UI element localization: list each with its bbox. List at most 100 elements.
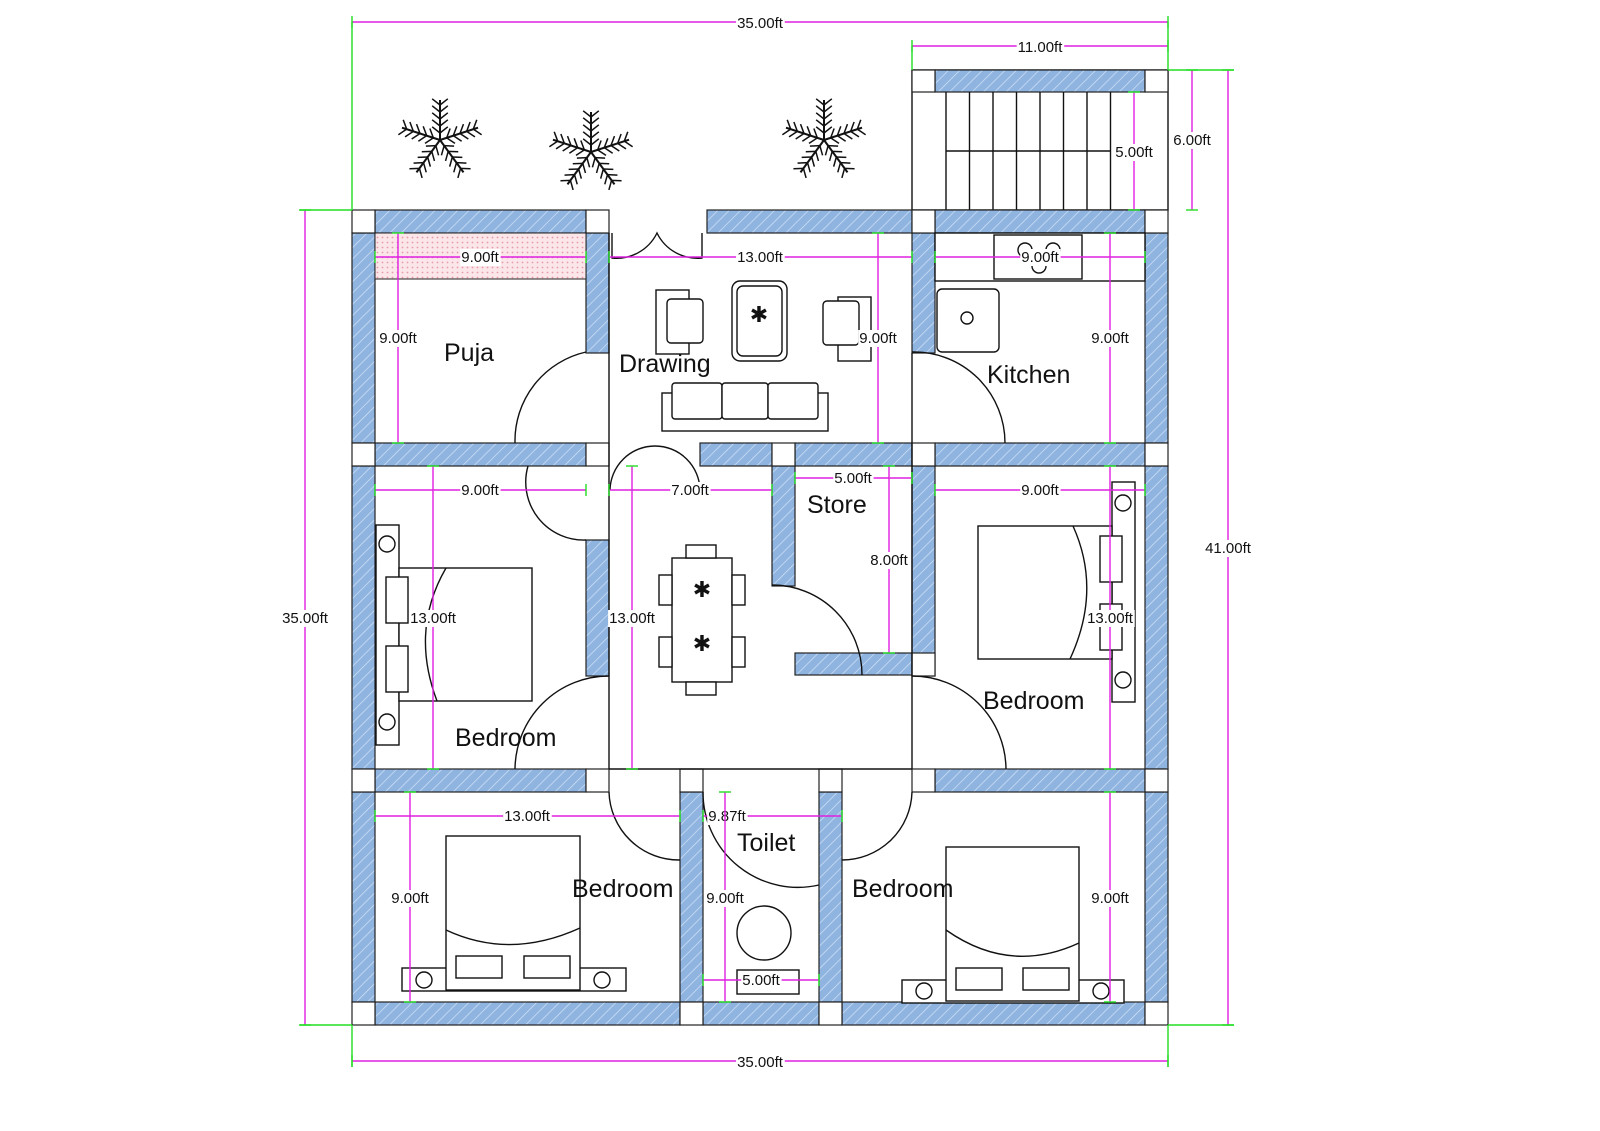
column (679, 1001, 704, 1026)
dimension-store-height: 8.00ft (869, 465, 910, 654)
label-backing (460, 482, 501, 499)
wall (771, 465, 796, 587)
label-drawing: Drawing (619, 350, 711, 378)
walls (351, 209, 1169, 1026)
dimension-label: 9.00ft (1021, 249, 1059, 266)
column (351, 442, 376, 467)
label-backing (1090, 330, 1131, 347)
label-backing (858, 330, 899, 347)
dimension-label: 41.00ft (1205, 540, 1252, 557)
bedroom-bl-door (608, 791, 681, 861)
label-bedroom-mid-left: Bedroom (455, 724, 556, 752)
puja-door (514, 351, 587, 444)
wall (699, 442, 773, 467)
dimension-label: 9.00ft (461, 482, 499, 499)
wall (794, 442, 913, 467)
dining-table: ✱ ✱ (658, 544, 746, 696)
dimension-label: 9.00ft (1021, 482, 1059, 499)
wall (841, 1001, 1146, 1026)
wall (1144, 232, 1169, 444)
dimension-stair-width: 11.00ft (911, 39, 1169, 56)
label-backing (1020, 249, 1061, 266)
column (911, 768, 936, 793)
dimension-label: 9.00ft (1091, 890, 1129, 907)
column (1144, 442, 1169, 467)
label-backing (1090, 890, 1131, 907)
label-backing (608, 610, 657, 627)
column (911, 442, 936, 467)
label-kitchen: Kitchen (987, 361, 1070, 389)
kitchen-door (911, 351, 1006, 444)
main-door (611, 231, 703, 259)
label-backing (736, 15, 785, 32)
dimension-overall-top: 35.00ft (351, 15, 1169, 32)
svg-text:✱: ✱ (693, 631, 711, 656)
store-door (771, 584, 863, 676)
column (1144, 209, 1169, 234)
wall (374, 1001, 681, 1026)
dimension-label: 13.00ft (737, 249, 784, 266)
dimension-store-width: 5.00ft (794, 470, 913, 487)
dimension-label: 35.00ft (737, 15, 784, 32)
wall (351, 465, 376, 770)
label-backing (670, 482, 711, 499)
dimension-dining-height: 13.00ft (608, 465, 657, 770)
wall (374, 768, 587, 793)
wall (351, 232, 376, 444)
wall (585, 232, 610, 354)
dimension-overall-right: 41.00ft (1204, 69, 1253, 1026)
dimension-label: 9.87ft (708, 808, 746, 825)
dimension-overall-left: 35.00ft (281, 209, 330, 1026)
dimension-toilet-top: 9.87ft (702, 808, 843, 825)
dimension-label: 7.00ft (671, 482, 709, 499)
column (1144, 768, 1169, 793)
column (585, 442, 610, 467)
svg-text:✱: ✱ (693, 577, 711, 602)
dimension-bed-bl-height: 9.00ft (390, 791, 431, 1003)
tree-icon (397, 98, 483, 179)
wall (1144, 465, 1169, 770)
dining-door (609, 445, 701, 491)
label-backing (1020, 482, 1061, 499)
column (351, 1001, 376, 1026)
svg-text:✱: ✱ (750, 302, 768, 327)
wall (585, 539, 610, 677)
label-backing (1086, 610, 1135, 627)
dimension-puja-width: 9.00ft (374, 249, 587, 266)
label-backing (1172, 132, 1213, 149)
tree-icon (781, 98, 867, 179)
wall (374, 209, 587, 234)
dimension-label: 9.00ft (706, 890, 744, 907)
column (771, 442, 796, 467)
wall (911, 232, 936, 354)
bed-mid-left (375, 524, 533, 746)
label-backing (833, 470, 874, 487)
dimension-toilet-width: 5.00ft (702, 972, 820, 989)
bed-bottom-right (901, 846, 1125, 1004)
dimension-drawing-height: 9.00ft (858, 232, 899, 444)
dimension-puja-height: 9.00ft (378, 232, 419, 444)
dimension-label: 9.00ft (461, 249, 499, 266)
dimension-label: 13.00ft (1087, 610, 1134, 627)
column (818, 768, 843, 793)
drawing-furniture: ✱ (655, 280, 872, 432)
dimension-bed-mr-width: 9.00ft (934, 482, 1146, 499)
label-backing (1114, 144, 1155, 161)
bedroom-left-door (514, 675, 610, 770)
column (1144, 1001, 1169, 1026)
dimension-label: 5.00ft (1115, 144, 1153, 161)
label-backing (281, 610, 330, 627)
dimension-label: 9.00ft (379, 330, 417, 347)
dimension-bed-br-height: 9.00ft (1090, 791, 1131, 1003)
bed-bottom-left (401, 835, 627, 992)
dimension-kitchen-height: 9.00ft (1090, 232, 1131, 444)
wall (794, 652, 913, 676)
dimension-label: 9.00ft (391, 890, 429, 907)
label-backing (378, 330, 419, 347)
wall (934, 209, 1146, 234)
label-puja: Puja (444, 339, 494, 367)
label-backing (1016, 39, 1065, 56)
label-backing (741, 972, 782, 989)
label-backing (736, 1054, 785, 1071)
